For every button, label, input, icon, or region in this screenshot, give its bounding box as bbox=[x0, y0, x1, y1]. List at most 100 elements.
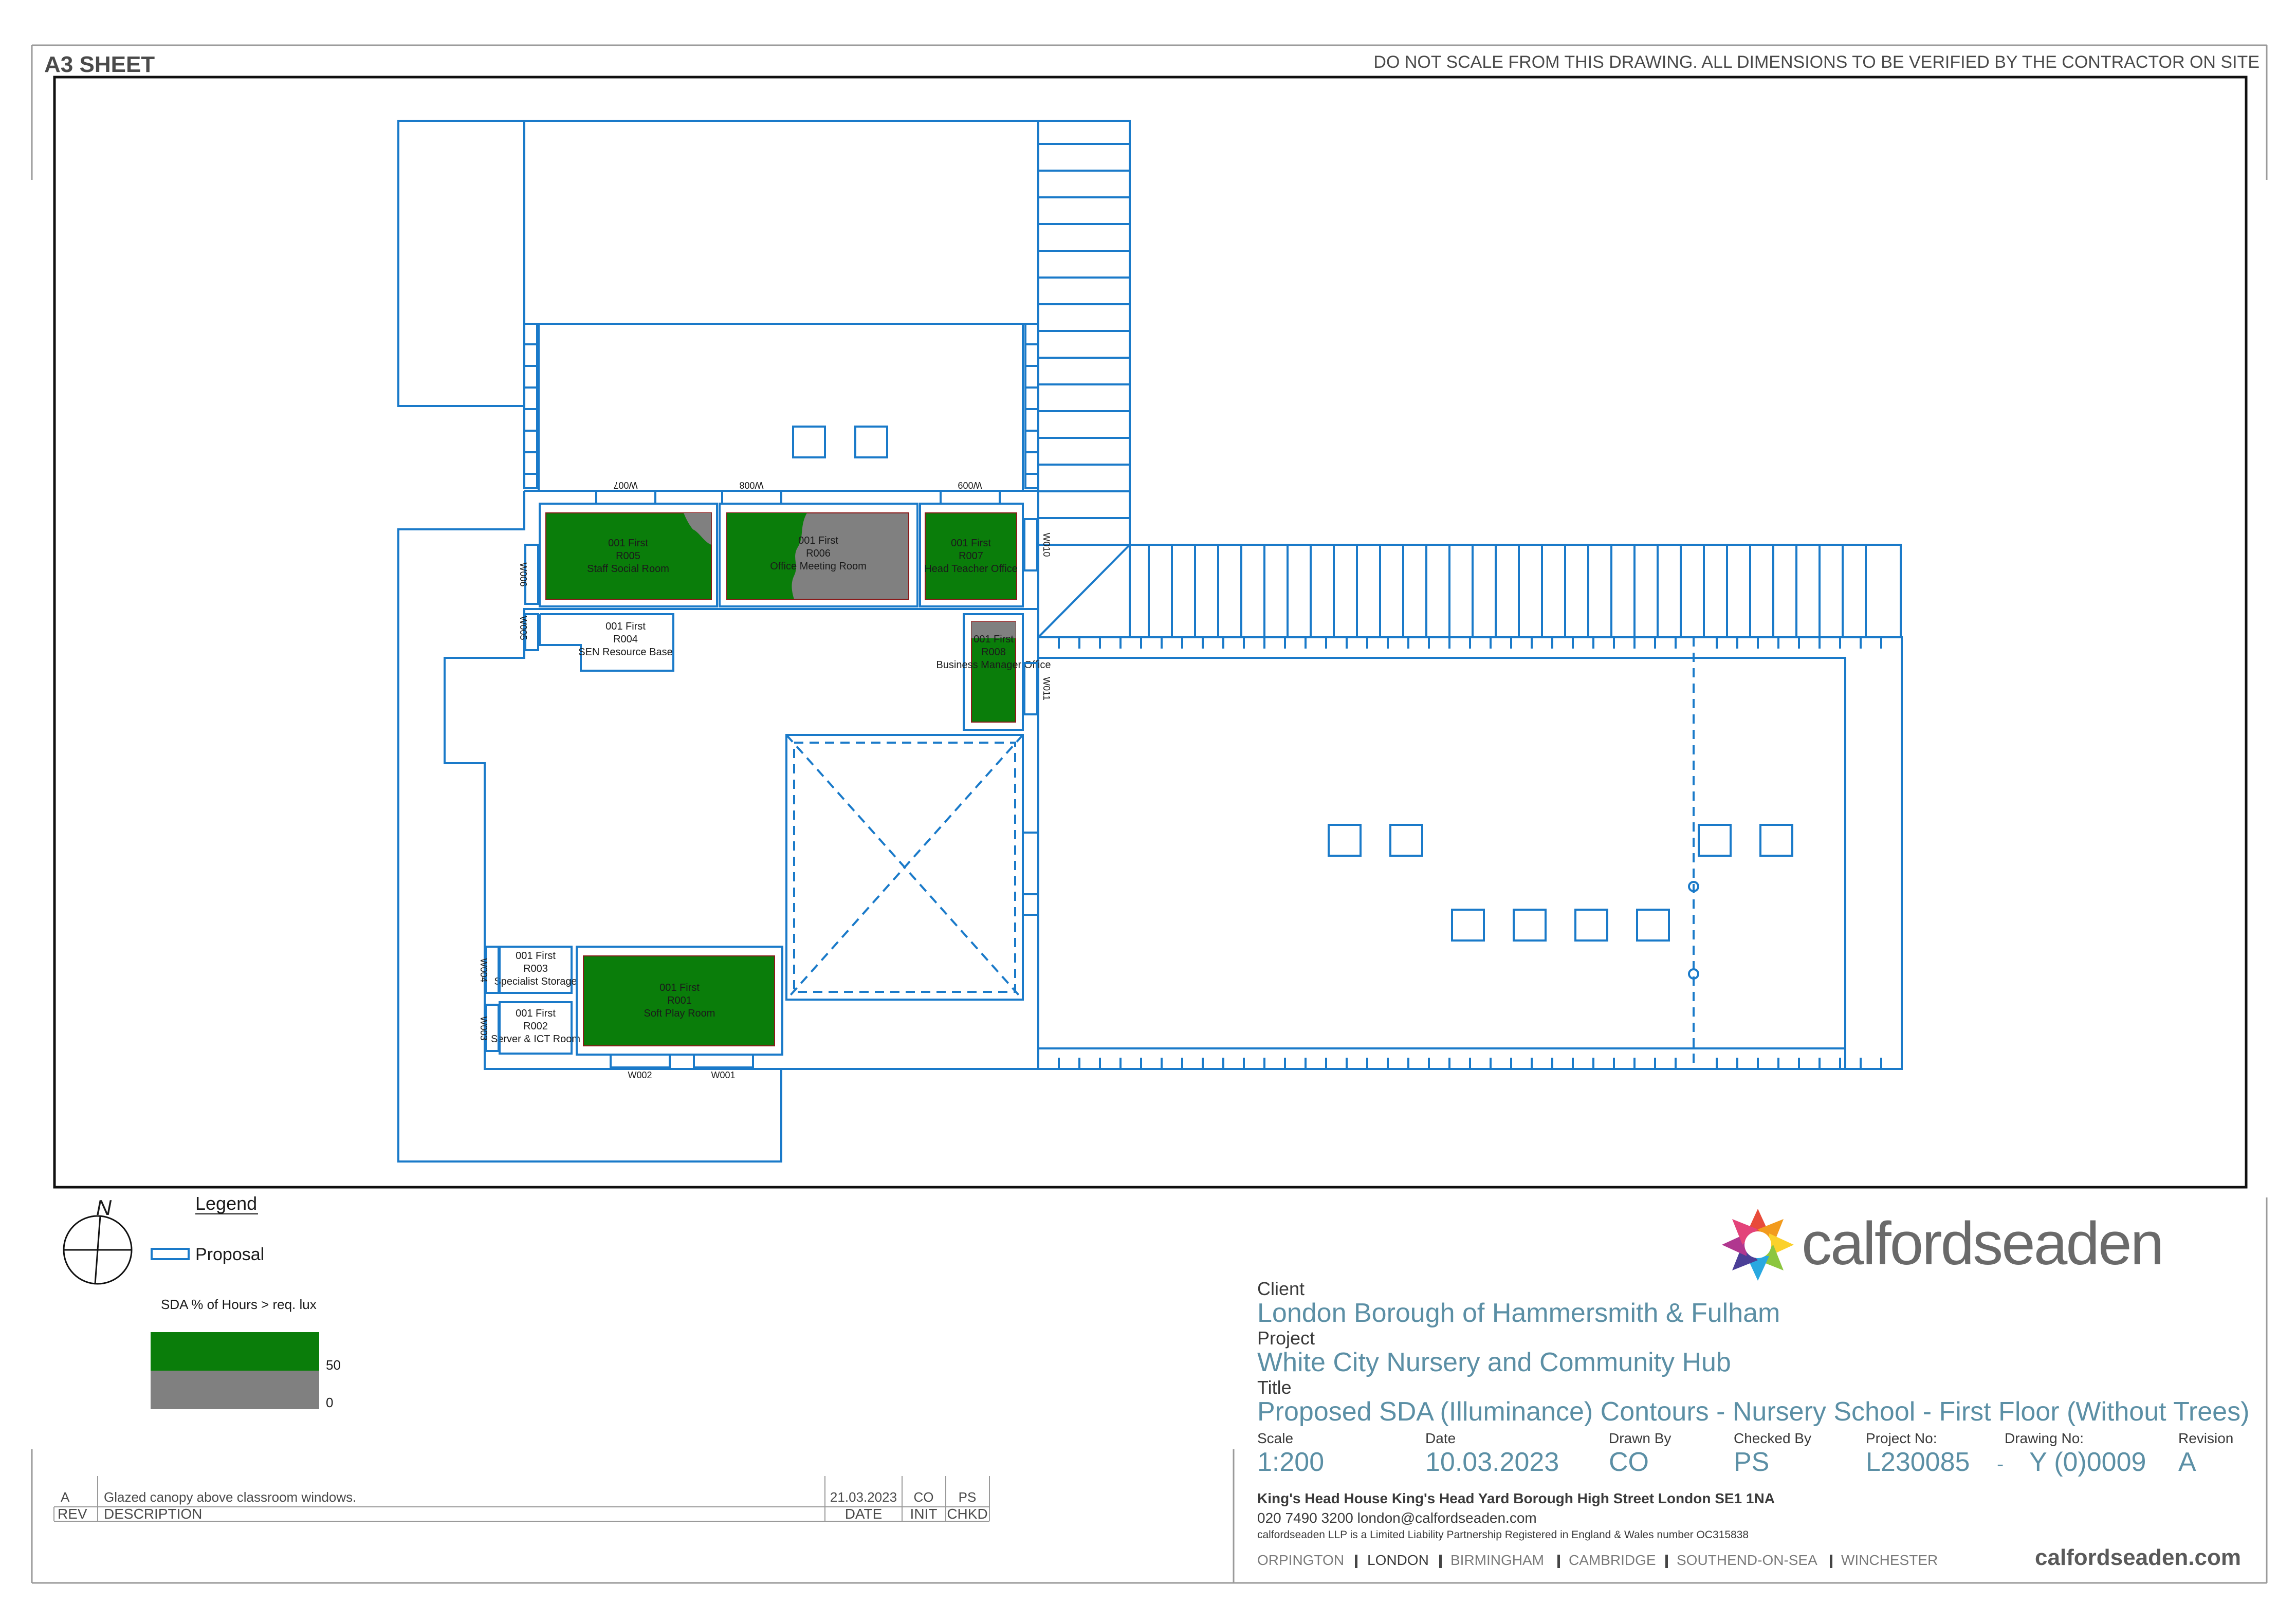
window-tag: W009 bbox=[958, 480, 982, 490]
office-item: CAMBRIDGE bbox=[1569, 1552, 1656, 1568]
office-item: LONDON bbox=[1367, 1552, 1429, 1568]
sda-title: SDA % of Hours > req. lux bbox=[161, 1297, 317, 1312]
office-address: King's Head House King's Head Yard Borou… bbox=[1257, 1490, 1775, 1506]
room-r002[interactable]: 001 First R002 Server & ICT Room bbox=[491, 1001, 580, 1055]
room-name: Server & ICT Room bbox=[491, 1034, 580, 1045]
rooflight bbox=[1451, 909, 1485, 942]
phone-email: 020 7490 3200 london@calfordseaden.com bbox=[1257, 1510, 1537, 1526]
rooflight bbox=[792, 426, 826, 458]
sda-scale-high: 50 bbox=[326, 1357, 341, 1373]
client-label: Client bbox=[1257, 1278, 1305, 1299]
project-no-label: Project No: bbox=[1866, 1430, 1937, 1446]
block-top bbox=[523, 120, 1039, 325]
room-r001[interactable]: 001 First R001 Soft Play Room bbox=[576, 946, 783, 1056]
room-code: R006 bbox=[806, 548, 831, 559]
rev-letter: A bbox=[61, 1489, 70, 1505]
office-item: ORPINGTON bbox=[1257, 1552, 1344, 1568]
room-code: R004 bbox=[613, 634, 638, 645]
room-code: R005 bbox=[616, 550, 640, 562]
revision-table: A Glazed canopy above classroom windows.… bbox=[53, 1476, 990, 1522]
room-level: 001 First bbox=[659, 982, 700, 993]
title-label: Title bbox=[1257, 1377, 1292, 1398]
north-arrow: N bbox=[63, 1195, 133, 1285]
stair-strip bbox=[1037, 120, 1131, 638]
rev-date: 21.03.2023 bbox=[830, 1489, 897, 1505]
right-wing-fins bbox=[1129, 544, 1902, 638]
date-value: 10.03.2023 bbox=[1425, 1447, 1559, 1477]
rev-header-date: DATE bbox=[845, 1506, 883, 1522]
sheet-note: DO NOT SCALE FROM THIS DRAWING. ALL DIME… bbox=[1373, 52, 2260, 72]
drawing-no-value: Y (0)0009 bbox=[2029, 1447, 2146, 1477]
proposal-label: Proposal bbox=[195, 1245, 264, 1264]
room-name: Business Manager Office bbox=[936, 659, 1051, 671]
drawing-viewport bbox=[53, 76, 2248, 1189]
scale-label: Scale bbox=[1257, 1430, 1293, 1446]
title-block: calfordseaden Client London Borough of H… bbox=[1257, 1209, 2249, 1570]
rev-header-rev: REV bbox=[58, 1506, 87, 1522]
room-code: R001 bbox=[667, 995, 692, 1006]
project-no-value: L230085 bbox=[1866, 1447, 1970, 1477]
legend-title: Legend bbox=[195, 1193, 257, 1214]
room-code: R003 bbox=[523, 963, 548, 974]
right-wing-roof bbox=[1037, 636, 1903, 1070]
room-r004[interactable]: 001 First R004 SEN Resource Base bbox=[539, 613, 674, 672]
drawn-by-label: Drawn By bbox=[1609, 1430, 1671, 1446]
block-top-left bbox=[397, 120, 525, 407]
window-tag: W011 bbox=[1041, 677, 1052, 700]
central-void bbox=[785, 734, 1024, 1001]
date-label: Date bbox=[1425, 1430, 1456, 1446]
window-tag: W008 bbox=[739, 480, 763, 490]
office-item: SOUTHEND-ON-SEA bbox=[1677, 1552, 1817, 1568]
checked-by-label: Checked By bbox=[1734, 1430, 1811, 1446]
room-name: Office Meeting Room bbox=[770, 561, 867, 572]
room-r005[interactable]: 001 First R005 Staff Social Room bbox=[539, 503, 718, 607]
window-tag: W005 bbox=[518, 616, 528, 640]
floor-plan: 001 First R005 Staff Social Room 001 Fir… bbox=[397, 120, 1903, 1163]
sda-scale-low: 0 bbox=[326, 1395, 333, 1410]
room-r003[interactable]: 001 First R003 Specialist Storage bbox=[494, 946, 577, 994]
rev-header-init: INIT bbox=[910, 1506, 938, 1522]
rev-chkd: PS bbox=[959, 1489, 977, 1505]
room-r008[interactable]: 001 First R008 Business Manager Office bbox=[936, 613, 1051, 731]
project-value: White City Nursery and Community Hub bbox=[1257, 1348, 1731, 1377]
title-value: Proposed SDA (Illuminance) Contours - Nu… bbox=[1257, 1397, 2249, 1427]
room-r007[interactable]: 001 First R007 Head Teacher Office bbox=[919, 503, 1024, 607]
sda-low-swatch bbox=[151, 1371, 319, 1409]
room-code: R008 bbox=[981, 647, 1006, 658]
rooflight bbox=[1698, 824, 1732, 857]
rooflight bbox=[1759, 824, 1793, 857]
proposal-swatch bbox=[151, 1248, 190, 1260]
room-code: R007 bbox=[959, 550, 983, 562]
sheet-frame bbox=[31, 44, 2268, 1584]
legal-note: calfordseaden LLP is a Limited Liability… bbox=[1257, 1529, 1749, 1541]
room-level: 001 First bbox=[951, 538, 991, 549]
window-tag: W003 bbox=[479, 1016, 489, 1040]
rooflight bbox=[854, 426, 888, 458]
revision-value: A bbox=[2178, 1447, 2196, 1477]
window-tag: W006 bbox=[518, 562, 528, 586]
room-r006[interactable]: 001 First R006 Office Meeting Room bbox=[719, 503, 919, 607]
window-tag: W004 bbox=[479, 958, 489, 982]
rev-init: CO bbox=[914, 1489, 934, 1505]
room-name: SEN Resource Base bbox=[578, 647, 672, 658]
window-tag: W001 bbox=[711, 1070, 735, 1080]
client-value: London Borough of Hammersmith & Fulham bbox=[1257, 1298, 1780, 1328]
upper-roof bbox=[538, 323, 1024, 492]
scale-value: 1:200 bbox=[1257, 1447, 1324, 1477]
room-level: 001 First bbox=[605, 621, 646, 632]
room-name: Staff Social Room bbox=[587, 563, 669, 575]
drawn-by-value: CO bbox=[1609, 1447, 1649, 1477]
sheet-size-label: A3 SHEET bbox=[44, 52, 155, 77]
north-label: N bbox=[96, 1195, 112, 1220]
window-tag: W007 bbox=[613, 480, 637, 490]
sda-high-swatch bbox=[151, 1332, 319, 1371]
room-name: Soft Play Room bbox=[644, 1008, 715, 1019]
rooflight bbox=[1389, 824, 1423, 857]
checked-by-value: PS bbox=[1734, 1447, 1769, 1477]
legend: Legend Proposal SDA % of Hours > req. lu… bbox=[151, 1193, 341, 1410]
website-link[interactable]: calfordseaden.com bbox=[2035, 1545, 2241, 1570]
glazing-strip-right bbox=[1024, 323, 1039, 489]
rooflight bbox=[1513, 909, 1547, 942]
rev-header-description: DESCRIPTION bbox=[104, 1506, 202, 1522]
